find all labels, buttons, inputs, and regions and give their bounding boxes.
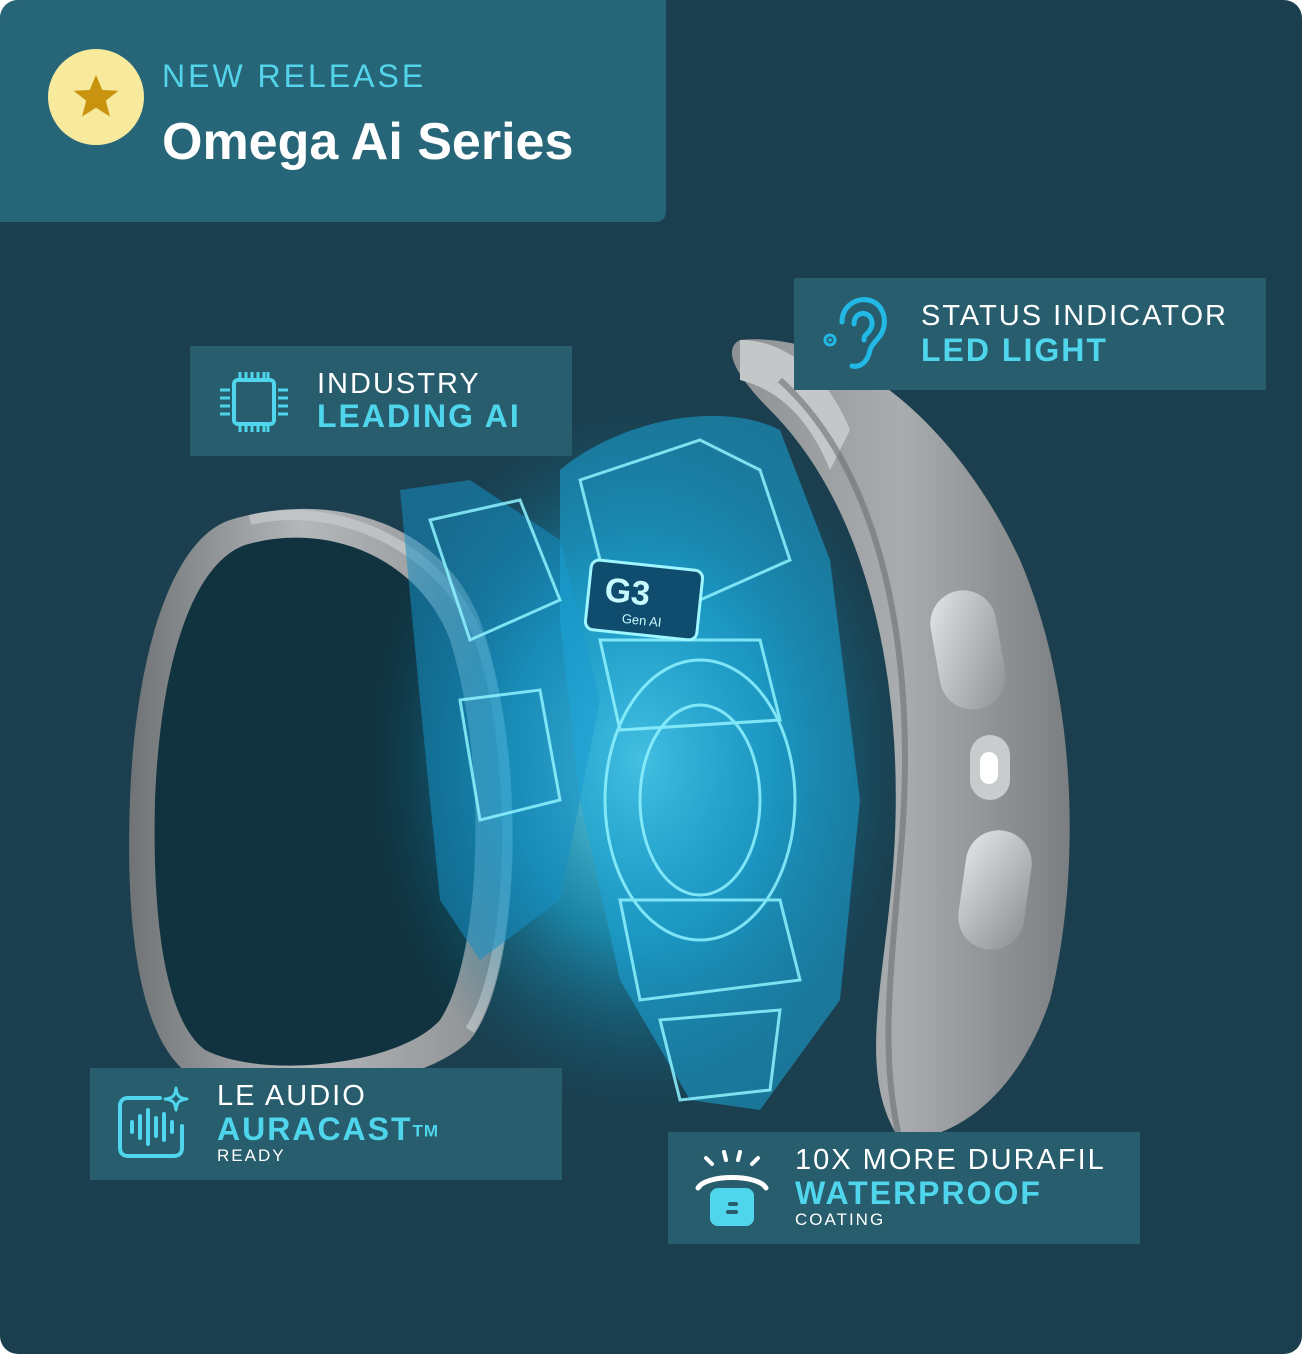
release-kicker: NEW RELEASE [162,58,427,94]
feature-waterproof-sub: COATING [795,1210,886,1229]
svg-text:Gen AI: Gen AI [621,611,662,630]
feature-led-main: LED LIGHT [921,332,1108,368]
feature-auracast-top: LE AUDIO [217,1080,367,1112]
feature-waterproof-top: 10X MORE DURAFIL [795,1144,1106,1176]
feature-auracast-main: AURACASTTM [217,1111,439,1148]
auracast-label: AURACAST [217,1111,413,1147]
g3-chip: G3 Gen AI [583,558,705,642]
audio-sparkle-icon [118,1086,189,1158]
feature-leading-ai: INDUSTRY LEADING AI [190,346,572,456]
feature-auracast-sub: READY [217,1146,286,1165]
release-title: Omega Ai Series [162,113,574,171]
svg-text:G3: G3 [603,571,652,614]
ear-icon [823,297,887,369]
water-drops-icon [695,1150,769,1226]
feature-waterproof: 10X MORE DURAFIL WATERPROOF COATING [668,1132,1140,1244]
feature-led-light: STATUS INDICATOR LED LIGHT [794,278,1266,390]
release-banner: NEW RELEASE Omega Ai Series [0,0,666,222]
feature-ai-top: INDUSTRY [317,368,481,400]
trademark-mark: TM [412,1121,440,1141]
chip-icon [220,372,288,432]
star-badge [48,49,144,145]
star-icon [73,74,119,117]
feature-waterproof-main: WATERPROOF [795,1175,1042,1211]
feature-ai-main: LEADING AI [317,398,521,434]
feature-led-top: STATUS INDICATOR [921,300,1228,332]
feature-auracast: LE AUDIO AURACASTTM READY [90,1068,562,1180]
